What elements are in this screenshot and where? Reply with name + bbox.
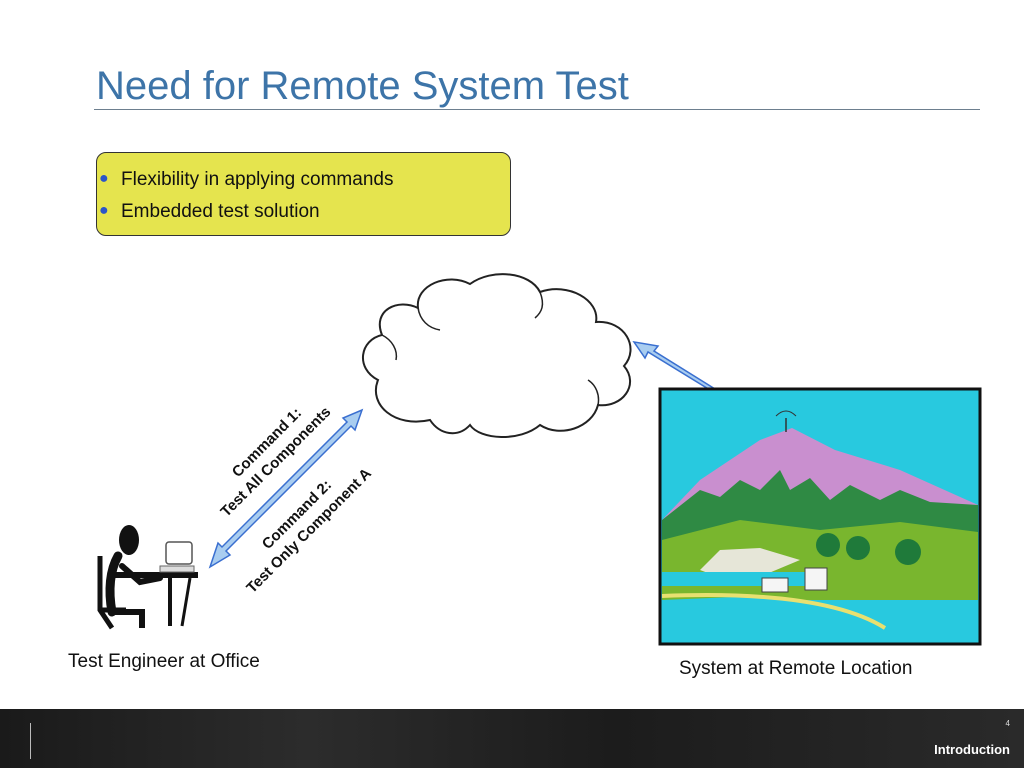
slide-title: Need for Remote System Test xyxy=(96,64,629,108)
bullet-item: ● Embedded test solution xyxy=(99,201,320,223)
footer-divider xyxy=(30,723,31,759)
command-double-arrow xyxy=(208,408,364,569)
engineer-caption: Test Engineer at Office xyxy=(68,651,260,672)
engineer-at-computer-icon xyxy=(97,525,198,630)
footer-bar: 4 Introduction xyxy=(0,709,1024,768)
bullet-item: ● Flexibility in applying commands xyxy=(99,169,394,191)
remote-landscape-image xyxy=(658,387,982,646)
remote-system-caption: System at Remote Location xyxy=(679,658,913,679)
section-label: Introduction xyxy=(934,742,1010,757)
bullet-text: Embedded test solution xyxy=(121,201,320,222)
title-underline xyxy=(94,109,980,110)
bullet-dot-icon: ● xyxy=(99,170,109,187)
bullet-dot-icon: ● xyxy=(99,202,109,219)
internet-cloud-icon xyxy=(361,273,632,438)
bullet-box: ● Flexibility in applying commands ● Emb… xyxy=(96,152,511,236)
bullet-text: Flexibility in applying commands xyxy=(121,169,394,190)
page-number: 4 xyxy=(1005,719,1010,728)
